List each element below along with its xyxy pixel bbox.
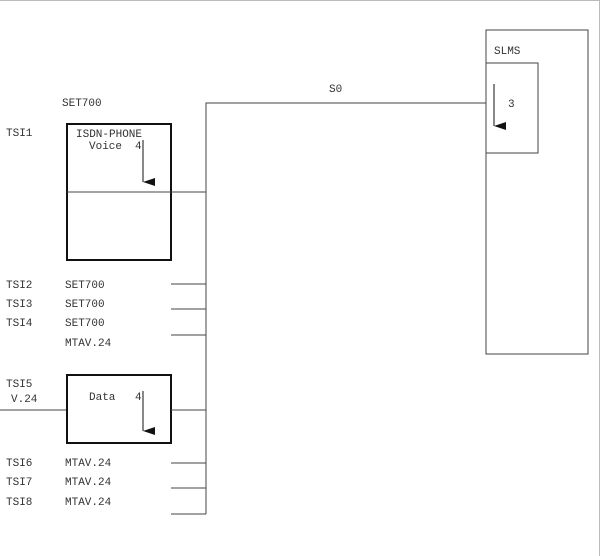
- row-port: TSI4: [6, 318, 33, 330]
- row-tsi3: TSI3 SET700: [6, 299, 105, 311]
- slms-port-box: [485, 62, 539, 154]
- data-service: Data: [89, 392, 116, 404]
- bus-label: S0: [329, 84, 342, 96]
- isdn-port: TSI1: [6, 128, 33, 140]
- data-box: [66, 374, 172, 444]
- data-arrow-number: 4: [135, 392, 142, 404]
- row-port: TSI8: [6, 497, 32, 509]
- row-tsi4: TSI4 SET700: [6, 318, 105, 330]
- row-tsi6: TSI6 MTAV.24: [6, 458, 112, 470]
- row-tsi2: TSI2 SET700: [6, 280, 105, 292]
- row-port: TSI2: [6, 280, 32, 292]
- row-device: SET700: [65, 299, 105, 311]
- data-interface: V.24: [11, 394, 38, 406]
- row-device: MTAV.24: [65, 477, 112, 489]
- row-device: MTAV.24: [65, 458, 112, 470]
- data-port: TSI5: [6, 379, 32, 391]
- isdn-service: Voice: [89, 141, 122, 153]
- isdn-arrow-number: 4: [135, 141, 142, 153]
- isdn-title: ISDN-PHONE: [76, 129, 142, 141]
- s0-bus-line: [205, 102, 486, 514]
- row-device: SET700: [65, 318, 105, 330]
- row-mtav: MTAV.24: [65, 338, 112, 350]
- row-port: TSI7: [6, 477, 32, 489]
- row-port: TSI3: [6, 299, 32, 311]
- row-device: MTAV.24: [65, 338, 112, 350]
- row-tsi7: TSI7 MTAV.24: [6, 477, 112, 489]
- slms-arrow-number: 3: [508, 99, 515, 111]
- row-device: MTAV.24: [65, 497, 112, 509]
- slms-box: [485, 29, 589, 355]
- row-device: SET700: [65, 280, 105, 292]
- slms-label: SLMS: [494, 46, 521, 58]
- row-port: TSI6: [6, 458, 32, 470]
- row-tsi8: TSI8 MTAV.24: [6, 497, 112, 509]
- isdn-header: SET700: [62, 98, 102, 110]
